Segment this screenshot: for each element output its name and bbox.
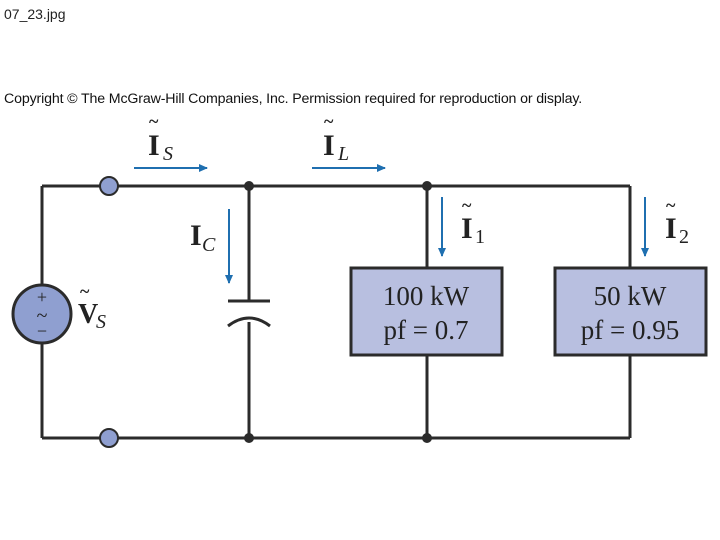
load-2-rect	[553, 266, 708, 357]
is-tilde: ~	[149, 111, 159, 131]
load-2-power: 50 kW	[594, 281, 667, 311]
capacitor	[227, 299, 271, 328]
junctions	[244, 181, 432, 443]
junction-dot	[422, 181, 432, 191]
load-1-box: 100 kW pf = 0.7	[349, 266, 504, 357]
ac-source: + ~ −	[11, 283, 73, 345]
vs-subscript: S	[96, 311, 106, 333]
load-1-pf: pf = 0.7	[384, 315, 469, 345]
load-1-power: 100 kW	[383, 281, 470, 311]
terminal-bottom	[99, 428, 119, 448]
i1-label: I	[461, 212, 473, 245]
file-name: 07_23.jpg	[4, 6, 66, 22]
load-1-rect	[349, 266, 504, 357]
i2-label: I	[665, 212, 677, 245]
junction-dot	[244, 433, 254, 443]
i2-tilde: ~	[666, 195, 676, 215]
current-arrows	[134, 164, 649, 284]
ic-label: I	[190, 219, 202, 252]
load-2-pf: pf = 0.95	[581, 315, 679, 345]
ac-source-circle	[11, 283, 73, 345]
is-label: I	[148, 129, 160, 162]
is-subscript: S	[163, 143, 173, 165]
source-minus-sign: −	[37, 321, 47, 341]
load-2-box: 50 kW pf = 0.95	[553, 266, 708, 357]
copyright-notice: Copyright © The McGraw-Hill Companies, I…	[4, 91, 583, 107]
il-label: I	[323, 129, 335, 162]
capacitor-plate-curved	[227, 316, 271, 328]
i2-subscript: 2	[679, 226, 689, 248]
il-tilde: ~	[324, 111, 334, 131]
vs-tilde: ~	[80, 281, 90, 301]
vs-label: V	[78, 299, 98, 330]
i1-subscript: 1	[475, 226, 485, 248]
source-ac-symbol: ~	[37, 305, 48, 327]
ic-subscript: C	[202, 234, 216, 256]
i1-tilde: ~	[462, 195, 472, 215]
circuit-wires	[40, 184, 632, 440]
terminal-top	[99, 176, 119, 196]
il-subscript: L	[337, 143, 349, 165]
source-plus-sign: +	[37, 287, 47, 307]
junction-dot	[244, 181, 254, 191]
circuit-labels: ~ I S ~ I L I C ~ I 1 ~ I 2 ~ V S	[78, 111, 689, 333]
junction-dot	[422, 433, 432, 443]
